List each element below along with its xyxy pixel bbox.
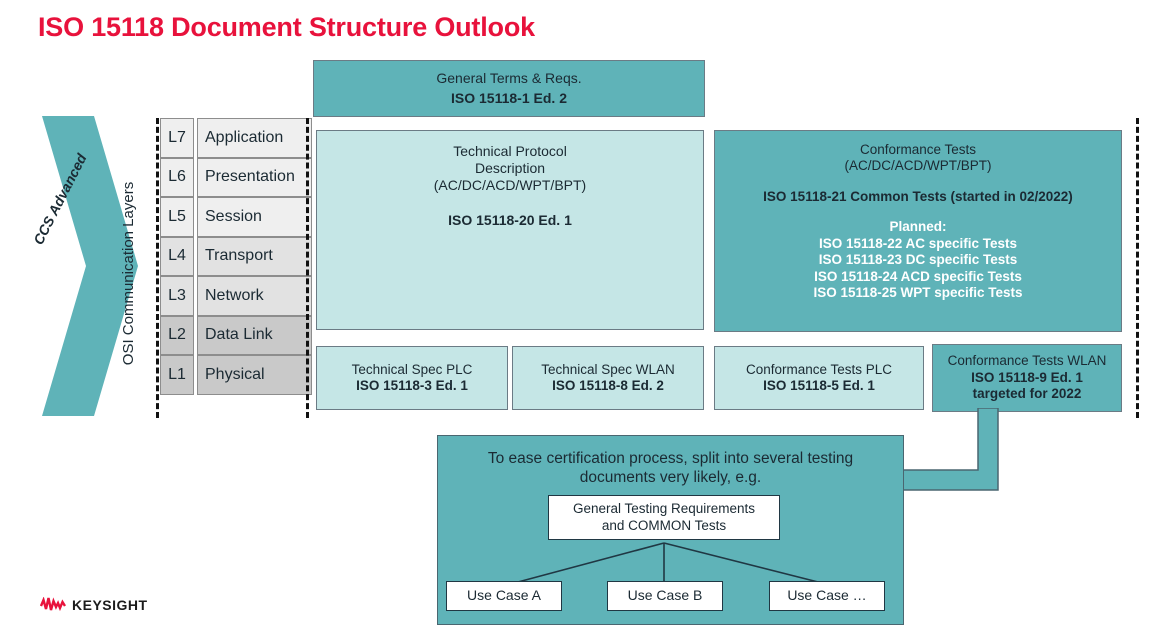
osi-layer-number: L5 [160,197,194,237]
keysight-logo: KEYSIGHT [40,597,148,613]
general-testing-requirements-line1: General Testing Requirements [572,501,756,517]
osi-layer-number: L7 [160,118,194,158]
conformance-tests-planned-item: ISO 15118-23 DC specific Tests [818,252,1018,268]
technical-protocol-standard: ISO 15118-20 Ed. 1 [448,212,572,229]
dashed-divider-left [156,118,159,418]
conformance-tests-wlan-box[interactable]: Conformance Tests WLAN ISO 15118-9 Ed. 1… [932,344,1122,412]
conformance-tests-box[interactable]: Conformance Tests (AC/DC/ACD/WPT/BPT) IS… [714,130,1122,332]
use-case-a-label: Use Case A [467,587,541,604]
general-testing-requirements-line2: and COMMON Tests [601,517,727,533]
use-case-a-box[interactable]: Use Case A [446,581,562,611]
technical-spec-plc-box[interactable]: Technical Spec PLC ISO 15118-3 Ed. 1 [316,346,508,410]
general-terms-standard: ISO 15118-1 Ed. 2 [451,90,567,106]
osi-layer-name: Data Link [197,315,312,355]
osi-layer-name: Physical [197,355,312,395]
conformance-tests-planned-item: ISO 15118-25 WPT specific Tests [813,285,1023,301]
use-case-other-label: Use Case … [787,587,867,604]
osi-layer-number: L1 [160,355,194,395]
conformance-tests-planned-label: Planned: [889,219,947,235]
use-case-b-label: Use Case B [627,587,703,604]
technical-spec-wlan-box[interactable]: Technical Spec WLAN ISO 15118-8 Ed. 2 [512,346,704,410]
osi-layer-name: Presentation [197,157,312,197]
conformance-tests-wlan-note: targeted for 2022 [972,386,1082,402]
bottom-panel-line1: To ease certification process, split int… [487,450,854,467]
technical-spec-plc-caption: Technical Spec PLC [351,361,473,377]
general-terms-box[interactable]: General Terms & Reqs. ISO 15118-1 Ed. 2 [313,60,705,117]
osi-layer-number: L3 [160,276,194,316]
technical-spec-wlan-standard: ISO 15118-8 Ed. 2 [552,378,664,393]
conformance-tests-standard: ISO 15118-21 Common Tests (started in 02… [763,188,1073,204]
general-testing-requirements-box[interactable]: General Testing Requirements and COMMON … [548,495,780,540]
dashed-divider-middle [306,118,309,418]
technical-protocol-line3: (AC/DC/ACD/WPT/BPT) [433,177,587,194]
use-case-other-box[interactable]: Use Case … [769,581,885,611]
osi-layer-name: Transport [197,236,312,276]
conformance-tests-planned-item: ISO 15118-22 AC specific Tests [818,235,1018,251]
technical-spec-plc-standard: ISO 15118-3 Ed. 1 [356,378,468,393]
page-title: ISO 15118 Document Structure Outlook [38,12,535,42]
ccs-advanced-chevron [42,116,138,416]
conformance-tests-plc-standard: ISO 15118-5 Ed. 1 [763,378,875,393]
keysight-wave-icon [40,597,66,612]
osi-layer-number: L4 [160,236,194,276]
bottom-panel-line2: documents very likely, e.g. [579,468,762,486]
osi-layer-number: L2 [160,315,194,355]
conformance-tests-planned-item: ISO 15118-24 ACD specific Tests [814,268,1022,284]
conformance-tests-line2: (AC/DC/ACD/WPT/BPT) [844,158,992,174]
use-case-b-box[interactable]: Use Case B [607,581,723,611]
keysight-wordmark: KEYSIGHT [72,597,148,613]
conformance-tests-wlan-standard: ISO 15118-9 Ed. 1 [971,369,1083,385]
conformance-tests-wlan-caption: Conformance Tests WLAN [947,353,1107,369]
technical-spec-wlan-caption: Technical Spec WLAN [541,361,675,377]
general-terms-caption: General Terms & Reqs. [436,69,582,86]
technical-protocol-line1: Technical Protocol [453,143,567,159]
osi-layer-name: Application [197,118,312,158]
conformance-tests-plc-box[interactable]: Conformance Tests PLC ISO 15118-5 Ed. 1 [714,346,924,410]
dashed-divider-right [1136,118,1139,418]
conformance-tests-plc-caption: Conformance Tests PLC [745,361,893,377]
osi-layer-name: Session [197,197,312,237]
osi-layer-number: L6 [160,157,194,197]
technical-protocol-line2: Description [474,160,546,177]
technical-protocol-box[interactable]: Technical Protocol Description (AC/DC/AC… [316,130,704,330]
osi-stack-label: OSI Communication Layers [118,128,140,418]
osi-stack-label-text: OSI Communication Layers [120,181,138,365]
osi-layer-name: Network [197,276,312,316]
conformance-tests-line1: Conformance Tests [859,142,977,157]
